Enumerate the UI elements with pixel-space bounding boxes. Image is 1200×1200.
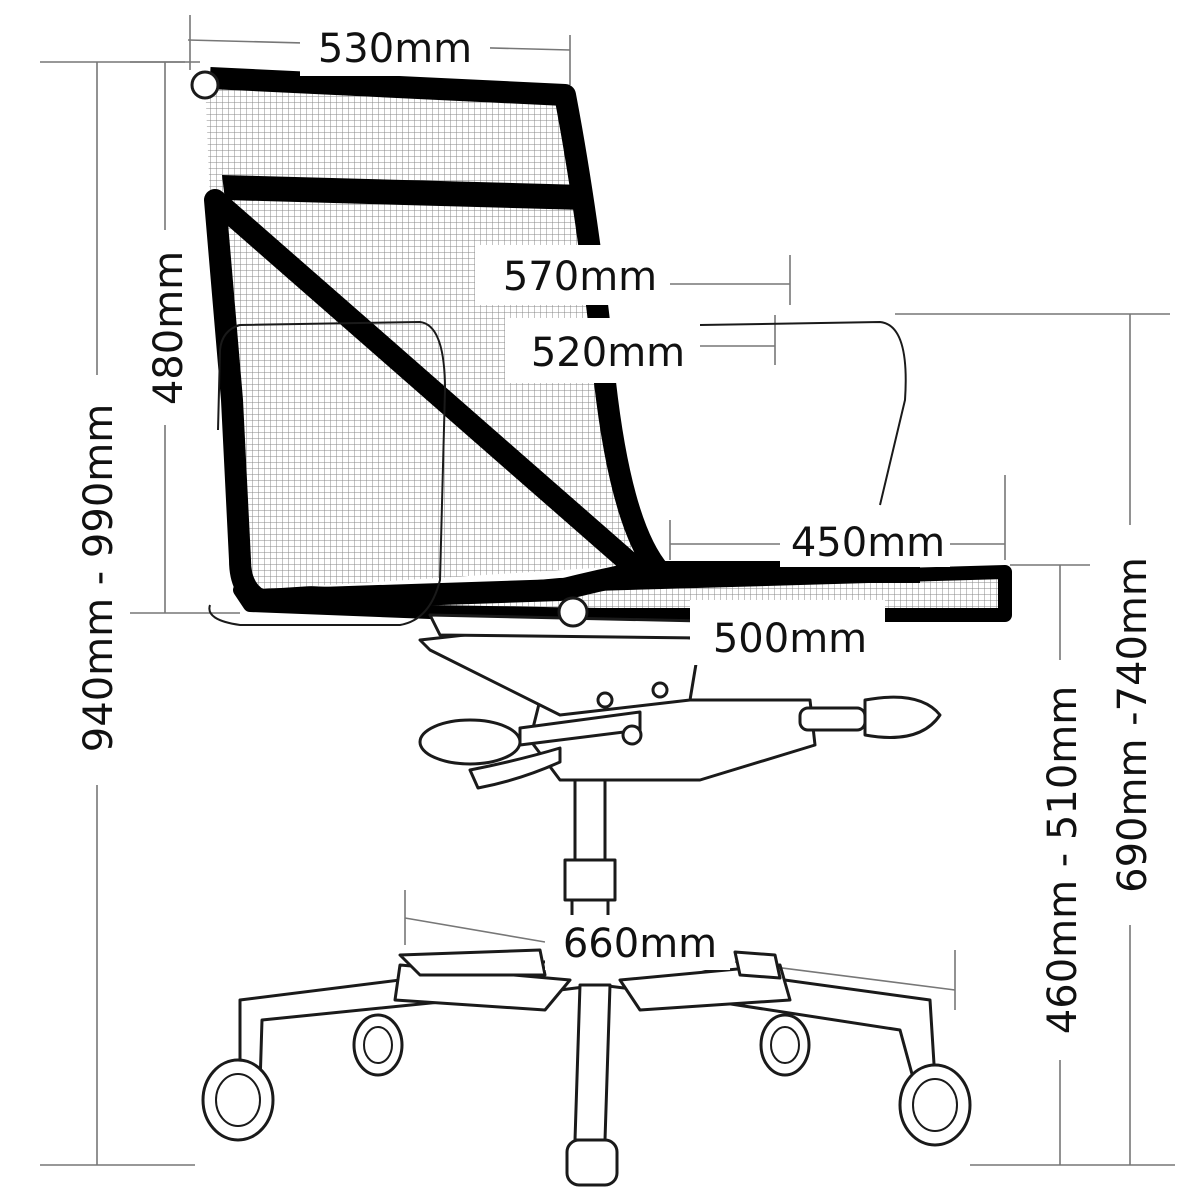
office-chair-illustration bbox=[190, 67, 1012, 1187]
seat-width-label: 500mm bbox=[713, 616, 867, 662]
armrests bbox=[208, 321, 907, 628]
armrest-depth-label: 520mm bbox=[531, 330, 685, 376]
seat-height-label: 460mm - 510mm bbox=[1040, 686, 1086, 1034]
dimension-labels: 530mm 570mm 520mm 450mm 500mm 660mm 480m… bbox=[72, 20, 1156, 1053]
seat-depth-label: 450mm bbox=[791, 520, 945, 566]
arm-height-label: 690mm -740mm bbox=[1110, 557, 1156, 893]
overall-depth-label: 570mm bbox=[503, 254, 657, 300]
base-diameter-label: 660mm bbox=[563, 921, 717, 967]
top-width-label: 530mm bbox=[318, 26, 472, 72]
backrest-height-label: 480mm bbox=[146, 251, 192, 405]
tilt-mechanism bbox=[418, 618, 942, 790]
casters bbox=[201, 1013, 972, 1187]
star-base bbox=[238, 948, 937, 1142]
overall-height-label: 940mm - 990mm bbox=[76, 404, 122, 752]
